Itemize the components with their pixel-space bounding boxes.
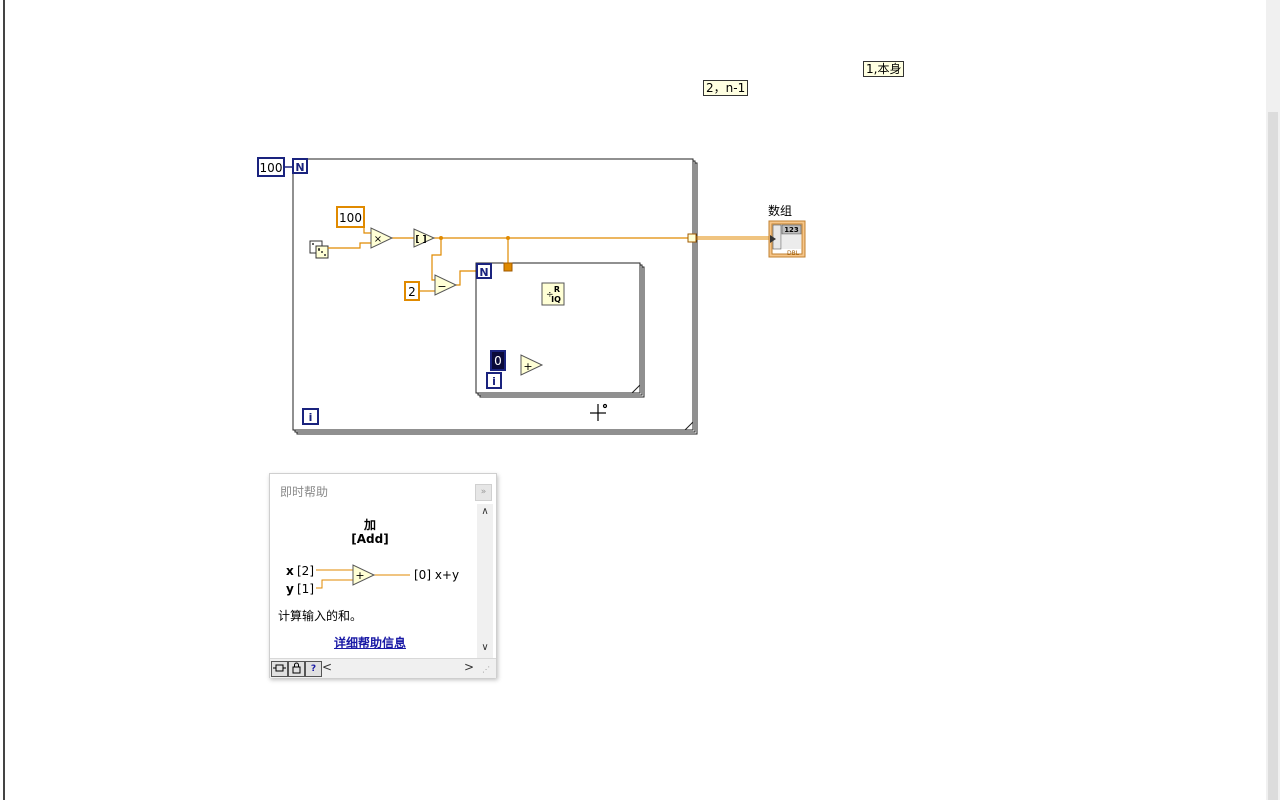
lock-icon bbox=[292, 662, 301, 674]
detailed-help-button[interactable]: ? bbox=[305, 661, 322, 677]
svg-text:x: x bbox=[286, 564, 294, 578]
help-function-name-cn: 加 bbox=[363, 518, 376, 532]
array-indicator[interactable]: 123 DBL bbox=[768, 220, 806, 258]
scroll-down-icon[interactable]: ∨ bbox=[481, 642, 489, 653]
help-window-title: 即时帮助 bbox=[280, 485, 329, 499]
inner-loop-input-tunnel[interactable] bbox=[503, 262, 513, 272]
svg-text:+: + bbox=[523, 360, 532, 373]
svg-text:i: i bbox=[309, 411, 313, 424]
svg-text:y: y bbox=[286, 582, 294, 596]
svg-text:÷: ÷ bbox=[546, 290, 554, 300]
inner-loop-count-terminal[interactable]: N bbox=[476, 263, 492, 279]
quotient-remainder-node[interactable]: ÷ R IQ bbox=[541, 282, 565, 306]
svg-text:2: 2 bbox=[408, 285, 416, 299]
inner-init-constant[interactable]: 0 bbox=[490, 350, 506, 371]
inner-loop-iteration-terminal[interactable]: i bbox=[486, 372, 502, 389]
scroll-right-icon[interactable]: > bbox=[464, 660, 475, 674]
svg-text:R: R bbox=[554, 285, 560, 294]
lock-help-button[interactable] bbox=[288, 661, 305, 677]
help-function-name-en: [Add] bbox=[351, 532, 389, 546]
help-vertical-scrollbar[interactable]: ∧ ∨ bbox=[477, 504, 493, 658]
scroll-left-icon[interactable]: < bbox=[322, 660, 333, 674]
context-help-window[interactable]: 即时帮助 » 加 [Add] x [2] y [1] + [0] x+y 计算输… bbox=[269, 473, 497, 678]
window-left-border bbox=[3, 0, 5, 800]
help-connector-diagram: x [2] y [1] + [0] x+y bbox=[286, 564, 459, 596]
scroll-up-icon[interactable]: ∧ bbox=[481, 506, 489, 517]
outer-loop-iteration-terminal[interactable]: i bbox=[302, 408, 319, 425]
terminals-icon bbox=[273, 664, 286, 672]
svg-text:123: 123 bbox=[784, 226, 799, 234]
svg-text:100: 100 bbox=[260, 161, 283, 175]
help-description: 计算输入的和。 bbox=[278, 609, 363, 623]
svg-text:i: i bbox=[492, 375, 496, 388]
vertical-scrollbar-thumb[interactable] bbox=[1268, 112, 1278, 800]
svg-text:DBL: DBL bbox=[787, 250, 800, 257]
multiply-constant[interactable]: 100 bbox=[336, 206, 365, 228]
subtract-constant[interactable]: 2 bbox=[404, 281, 420, 301]
svg-text:100: 100 bbox=[339, 211, 362, 225]
round-node[interactable]: [ ] bbox=[413, 228, 436, 248]
svg-text:N: N bbox=[295, 161, 304, 174]
outer-loop-count-terminal[interactable]: N bbox=[292, 158, 308, 174]
svg-text:+: + bbox=[355, 569, 364, 582]
resize-grip-icon[interactable]: ⋰ bbox=[482, 665, 490, 674]
svg-text:[2]: [2] bbox=[297, 564, 314, 578]
free-label-n-minus-1[interactable]: 2，n-1 bbox=[703, 80, 749, 96]
outer-count-constant[interactable]: 100 bbox=[257, 157, 285, 177]
multiply-node[interactable]: × bbox=[370, 227, 394, 249]
svg-text:[0] x+y: [0] x+y bbox=[414, 568, 459, 582]
help-bottom-bar: ? < > ⋰ bbox=[270, 658, 496, 678]
dice-icon[interactable] bbox=[309, 240, 329, 259]
free-label-self[interactable]: 1,本身 bbox=[863, 61, 905, 77]
svg-text:−: − bbox=[437, 280, 446, 293]
subtract-node[interactable]: − bbox=[434, 274, 458, 296]
svg-text:0: 0 bbox=[494, 354, 502, 368]
add-node[interactable]: + bbox=[520, 354, 544, 376]
outer-loop-output-tunnel[interactable] bbox=[687, 233, 697, 243]
help-expand-button[interactable]: » bbox=[475, 484, 492, 501]
svg-text:[1]: [1] bbox=[297, 582, 314, 596]
svg-text:IQ: IQ bbox=[551, 295, 561, 304]
svg-text:N: N bbox=[479, 266, 488, 279]
show-optional-terminals-button[interactable] bbox=[271, 661, 288, 677]
crosshair-cursor-icon bbox=[590, 403, 608, 421]
array-indicator-label: 数组 bbox=[768, 203, 792, 218]
svg-text:×: × bbox=[374, 234, 382, 245]
detailed-help-link[interactable]: 详细帮助信息 bbox=[333, 636, 406, 650]
svg-text:[ ]: [ ] bbox=[415, 235, 426, 245]
